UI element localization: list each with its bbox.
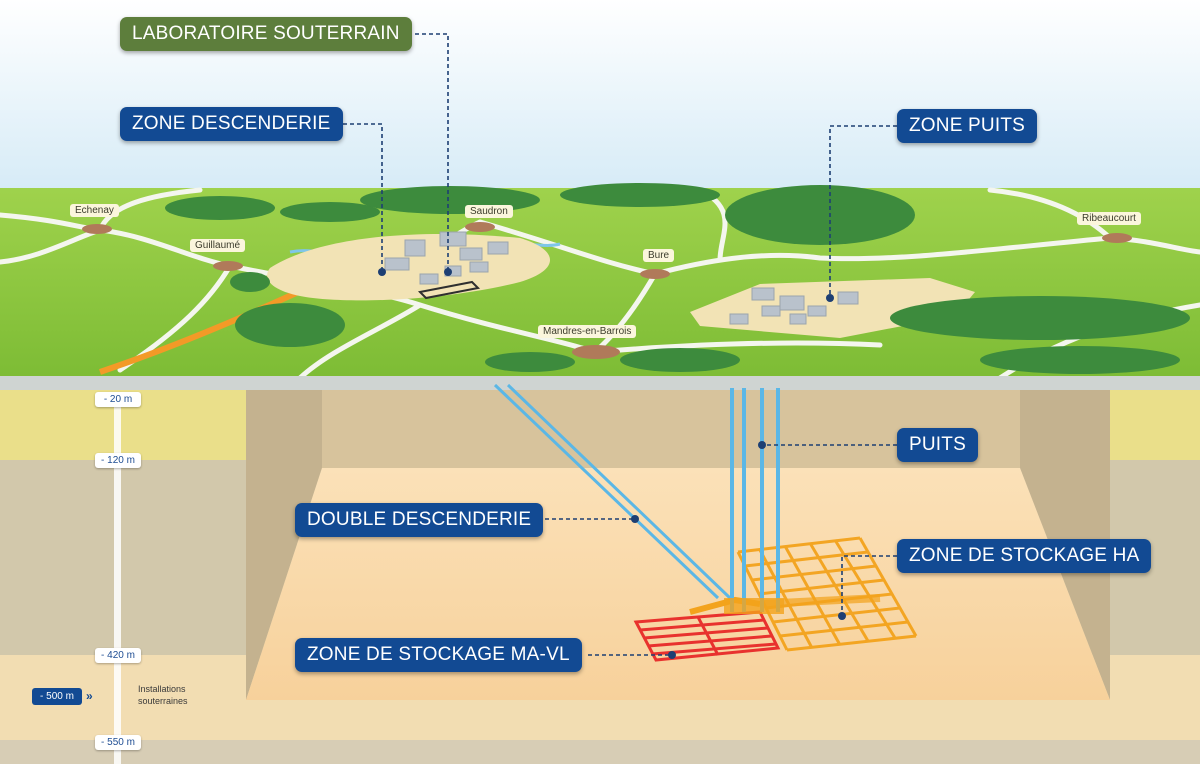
village-mandres-en-barrois: Mandres-en-Barrois bbox=[538, 325, 637, 338]
buildings-puits bbox=[729, 287, 859, 325]
village-guillaume: Guillaumé bbox=[190, 239, 246, 252]
village-bure: Bure bbox=[643, 249, 675, 262]
depth-ruler bbox=[114, 392, 121, 764]
label-zone-stockage-mavl: ZONE DE STOCKAGE MA-VL bbox=[295, 638, 582, 672]
village-markers bbox=[82, 222, 1132, 359]
label-puits: PUITS bbox=[897, 428, 978, 462]
leader-lines bbox=[336, 33, 897, 656]
label-zone-puits: ZONE PUITS bbox=[897, 109, 1038, 143]
installations-souterraines-caption: Installations souterraines bbox=[138, 683, 188, 707]
depth-marker-120: - 120 m bbox=[95, 453, 141, 468]
label-zone-stockage-ha: ZONE DE STOCKAGE HA bbox=[897, 539, 1152, 573]
label-zone-descenderie: ZONE DESCENDERIE bbox=[120, 107, 343, 141]
layer-bottom bbox=[0, 740, 1200, 764]
depth-marker-550: - 550 m bbox=[95, 735, 141, 750]
village-saudron: Saudron bbox=[465, 205, 513, 218]
village-echenay: Echenay bbox=[70, 204, 119, 217]
depth-marker-500: - 500 m bbox=[32, 688, 82, 705]
depth-marker-20: - 20 m bbox=[95, 392, 141, 407]
village-ribeaucourt: Ribeaucourt bbox=[1077, 212, 1141, 225]
leader-dots bbox=[378, 268, 846, 659]
surface-edge bbox=[0, 376, 1200, 390]
double-descenderie bbox=[493, 383, 732, 600]
box-back bbox=[322, 390, 1020, 468]
laboratoire-outline bbox=[417, 280, 481, 300]
buildings-descenderie bbox=[384, 231, 509, 285]
label-double-descenderie: DOUBLE DESCENDERIE bbox=[295, 503, 544, 537]
caption-line-2: souterraines bbox=[138, 696, 188, 706]
shafts bbox=[730, 388, 780, 612]
box-left-wall bbox=[246, 390, 322, 700]
forests bbox=[165, 183, 1190, 374]
chevron-right-icon: » bbox=[86, 689, 93, 703]
label-laboratoire-souterrain: LABORATOIRE SOUTERRAIN bbox=[120, 17, 412, 51]
depth-marker-420: - 420 m bbox=[95, 648, 141, 663]
caption-line-1: Installations bbox=[138, 684, 186, 694]
